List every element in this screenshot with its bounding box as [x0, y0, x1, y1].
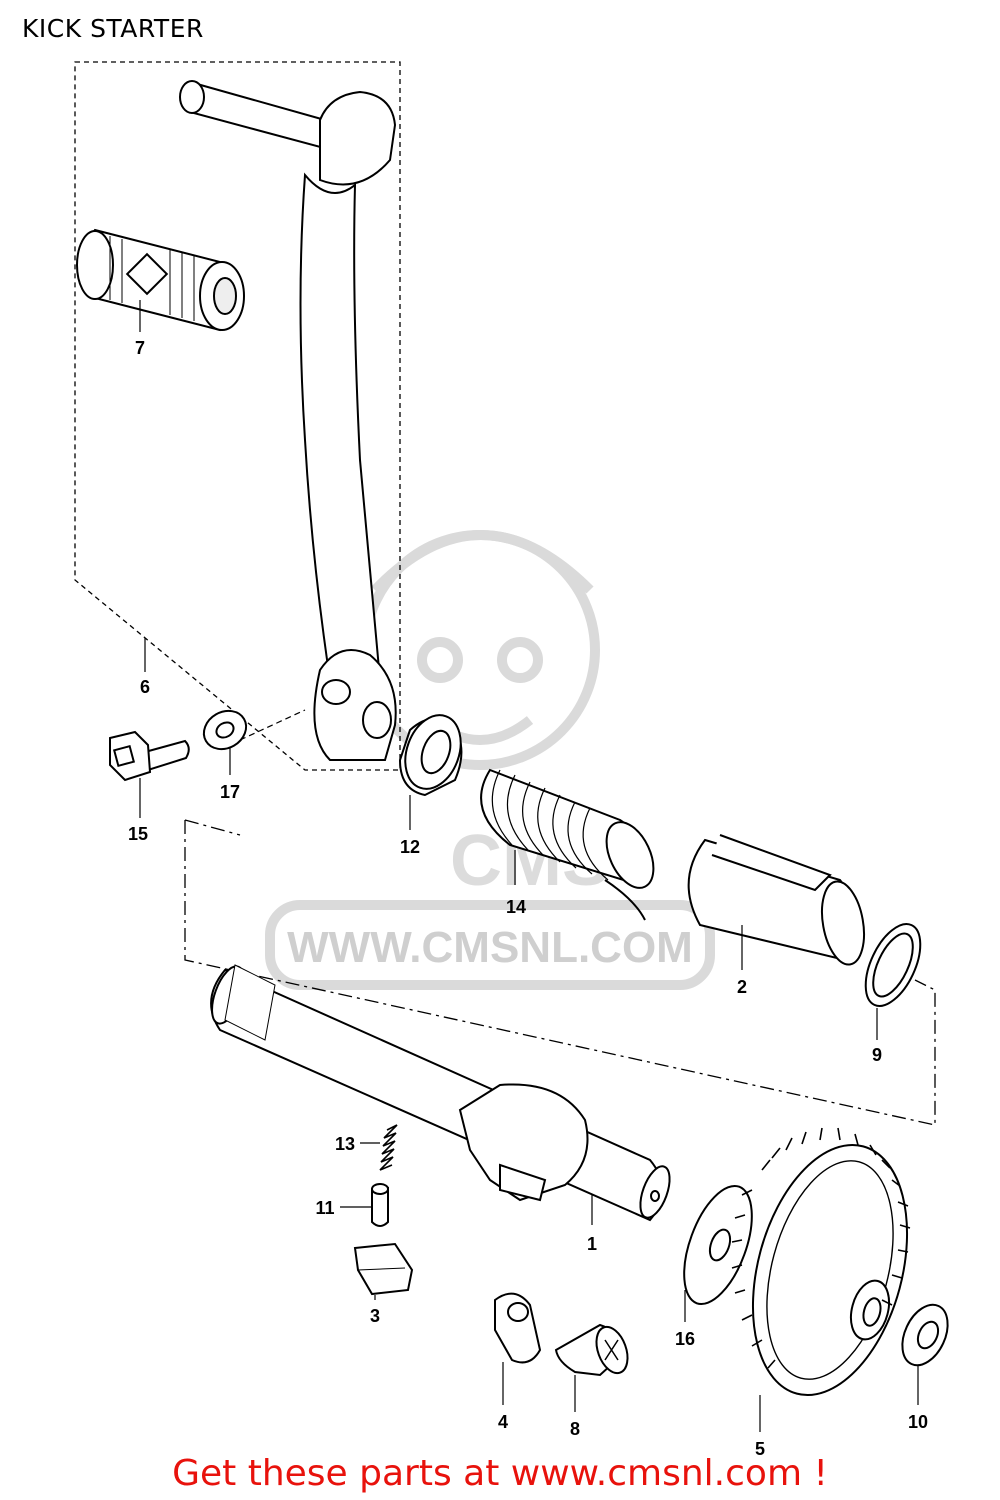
shaft-ratchet — [458, 1083, 589, 1202]
callout-6: 6 — [140, 677, 150, 697]
collar-12 — [398, 714, 463, 797]
watermark-eye-right — [497, 637, 543, 683]
leader-lines — [139, 300, 919, 1432]
washer-9 — [864, 923, 922, 1007]
callout-14: 14 — [506, 897, 526, 917]
sleeve-2 — [687, 834, 866, 966]
kick-arm — [179, 80, 397, 761]
kick-arm-head — [319, 90, 397, 186]
screw-8 — [554, 1323, 629, 1377]
stopper-3 — [353, 1242, 414, 1296]
kick-arm-bore — [321, 679, 351, 705]
shaft-outline-top — [184, 819, 241, 836]
spring-tail — [604, 879, 646, 921]
callout-11: 11 — [315, 1198, 334, 1218]
watermark-badge — [265, 900, 715, 990]
rubber-grip — [76, 228, 245, 332]
callouts: 7 6 17 15 12 14 2 9 13 11 1 3 16 4 8 10 … — [128, 338, 928, 1459]
callout-16: 16 — [675, 1329, 695, 1349]
gear-teeth — [731, 1127, 911, 1369]
kick-arm-spline — [362, 701, 392, 739]
watermark-eye-left — [417, 637, 463, 683]
watermark-hat — [371, 530, 594, 594]
shaft-pawl — [499, 1163, 547, 1202]
shaft-outline — [184, 820, 936, 1126]
callout-2: 2 — [737, 977, 747, 997]
washer-17 — [202, 709, 248, 751]
spring-13 — [379, 1124, 398, 1171]
assembly-outline-6 — [74, 61, 401, 771]
callout-5: 5 — [755, 1439, 765, 1459]
collar-10 — [901, 1303, 949, 1367]
footer-link[interactable]: Get these parts at www.cmsnl.com ! — [172, 1453, 828, 1494]
kick-arm-pin-end — [179, 80, 205, 114]
watermark-text: WWW.CMSNL.COM — [287, 923, 693, 972]
callout-12: 12 — [400, 837, 420, 857]
callout-9: 9 — [872, 1045, 882, 1065]
plate-4 — [494, 1292, 542, 1364]
spring-14 — [480, 768, 655, 921]
callout-3: 3 — [370, 1306, 380, 1326]
bolt-15 — [109, 730, 190, 782]
callout-10: 10 — [908, 1412, 928, 1432]
kick-arm-pin — [182, 80, 330, 150]
callout-15: 15 — [128, 824, 148, 844]
callout-7: 7 — [135, 338, 145, 358]
callout-4: 4 — [498, 1412, 508, 1432]
pin-11 — [371, 1183, 389, 1227]
idle-gear-5 — [731, 1127, 911, 1397]
callout-17: 17 — [220, 782, 240, 802]
shaft-spline — [224, 964, 276, 1041]
washer-16 — [683, 1184, 753, 1306]
grip-logo — [125, 252, 169, 296]
kick-shaft-1 — [210, 964, 671, 1222]
callout-1: 1 — [587, 1234, 597, 1254]
callout-8: 8 — [570, 1419, 580, 1439]
callout-13: 13 — [335, 1134, 355, 1154]
page-title: KICK STARTER — [22, 14, 204, 43]
kick-arm-lever — [299, 172, 382, 681]
